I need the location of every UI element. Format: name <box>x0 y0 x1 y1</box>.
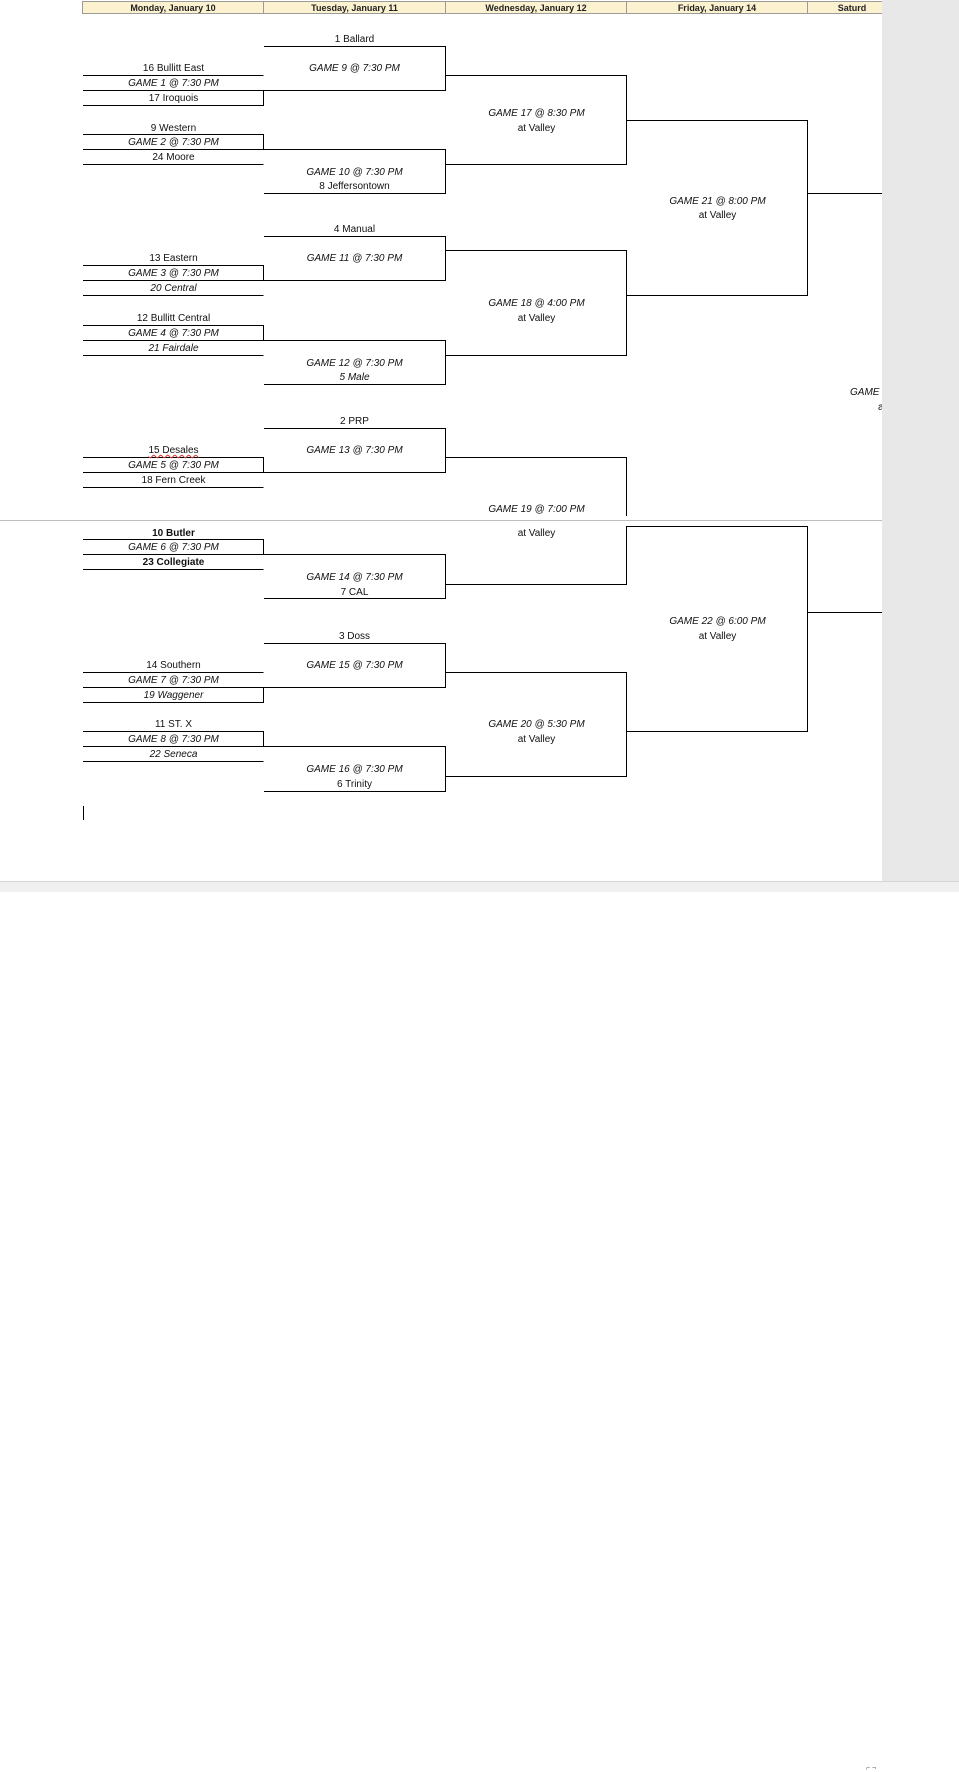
r2-game: GAME 9 @ 7:30 PM <box>309 63 400 74</box>
r2-game: GAME 12 @ 7:30 PM <box>306 358 403 369</box>
r3-site: at Valley <box>517 734 556 745</box>
r3-site: at Valley <box>517 123 556 134</box>
r2-game: GAME 11 @ 7:30 PM <box>306 253 403 264</box>
r1-team: 15 Desales <box>83 445 264 457</box>
r4-site: at Valley <box>698 631 737 642</box>
r2-game: GAME 13 @ 7:30 PM <box>306 445 403 456</box>
r3-site: at Valley <box>517 528 556 539</box>
r2-team: 3 Doss <box>338 631 371 642</box>
r2-team: 1 Ballard <box>334 34 375 45</box>
spellcheck-text: 15 Desales <box>148 445 199 456</box>
page-break <box>0 520 882 521</box>
r1-game: GAME 8 @ 7:30 PM <box>128 734 219 745</box>
r1-game: GAME 3 @ 7:30 PM <box>128 268 219 279</box>
r1-game: GAME 4 @ 7:30 PM <box>128 328 219 339</box>
document-page: Monday, January 10 Tuesday, January 11 W… <box>0 0 882 881</box>
r1-team: 18 Fern Creek <box>141 475 206 486</box>
r5-game: GAME <box>850 387 880 398</box>
r2-team: 8 Jeffersontown <box>319 181 390 192</box>
r4-site: at Valley <box>698 210 737 221</box>
r2-team: 5 Male <box>339 372 370 383</box>
r1-game: GAME 5 @ 7:30 PM <box>128 460 219 471</box>
r1-game: GAME 2 @ 7:30 PM <box>128 137 219 148</box>
r1-team: 9 Western <box>150 123 197 134</box>
r1-team: 21 Fairdale <box>148 343 199 354</box>
r1-team: 20 Central <box>150 283 197 294</box>
header-saturday: Saturd <box>807 1 882 14</box>
status-bar: ⌐ ¬ <box>0 881 959 1772</box>
bracket-lines <box>83 46 882 792</box>
r1-team: 16 Bullitt East <box>142 63 205 74</box>
header-friday: Friday, January 14 <box>626 1 808 14</box>
r4-game: GAME 22 @ 6:00 PM <box>669 616 766 627</box>
r1-game: GAME 6 @ 7:30 PM <box>128 542 219 553</box>
workspace-background <box>882 0 959 881</box>
r2-game: GAME 10 @ 7:30 PM <box>306 167 403 178</box>
r1-game: GAME 1 @ 7:30 PM <box>128 78 219 89</box>
r1-team: 12 Bullitt Central <box>136 313 211 324</box>
r1-team: 22 Seneca <box>149 749 198 760</box>
r3-game: GAME 17 @ 8:30 PM <box>488 108 585 119</box>
r2-team: 2 PRP <box>340 416 369 427</box>
r1-team: 19 Waggener <box>143 690 204 701</box>
r1-team: 10 Butler <box>152 528 195 539</box>
r1-team: 24 Moore <box>152 152 195 163</box>
r1-team: 23 Collegiate <box>142 557 205 568</box>
expand-icon[interactable]: ⌐ ¬ <box>866 1765 877 1772</box>
r3-game: GAME 20 @ 5:30 PM <box>488 719 585 730</box>
r2-team: 4 Manual <box>333 224 376 235</box>
r3-game: GAME 18 @ 4:00 PM <box>488 298 585 309</box>
r2-team: 6 Trinity <box>336 779 372 790</box>
r1-team: 17 Iroquois <box>148 93 199 104</box>
r4-game: GAME 21 @ 8:00 PM <box>669 196 766 207</box>
r1-team: 11 ST. X <box>154 719 193 730</box>
r3-site: at Valley <box>517 313 556 324</box>
r2-game: GAME 15 @ 7:30 PM <box>306 660 403 671</box>
r5-site: a <box>878 402 882 413</box>
r2-game: GAME 14 @ 7:30 PM <box>306 572 403 583</box>
r1-game: GAME 7 @ 7:30 PM <box>128 675 219 686</box>
r2-game: GAME 16 @ 7:30 PM <box>306 764 403 775</box>
r2-team: 7 CAL <box>340 587 369 598</box>
r1-team: 14 Southern <box>146 660 201 671</box>
text-cursor <box>83 806 84 820</box>
r3-game: GAME 19 @ 7:00 PM <box>488 504 585 515</box>
r1-team: 13 Eastern <box>149 253 198 264</box>
